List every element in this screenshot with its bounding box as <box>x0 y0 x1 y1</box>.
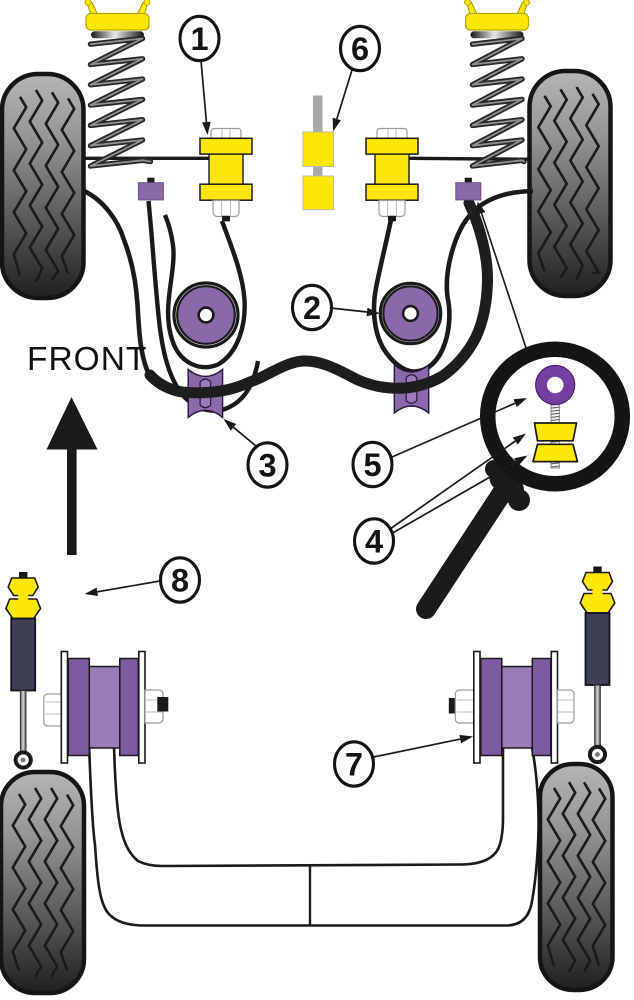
svg-text:8: 8 <box>171 563 189 599</box>
svg-text:3: 3 <box>258 448 276 484</box>
svg-text:1: 1 <box>190 21 208 57</box>
svg-text:7: 7 <box>345 747 363 783</box>
svg-text:FRONT: FRONT <box>27 341 147 378</box>
svg-text:6: 6 <box>351 31 369 67</box>
svg-text:2: 2 <box>303 290 321 326</box>
svg-text:5: 5 <box>363 447 381 483</box>
svg-text:4: 4 <box>365 524 383 560</box>
